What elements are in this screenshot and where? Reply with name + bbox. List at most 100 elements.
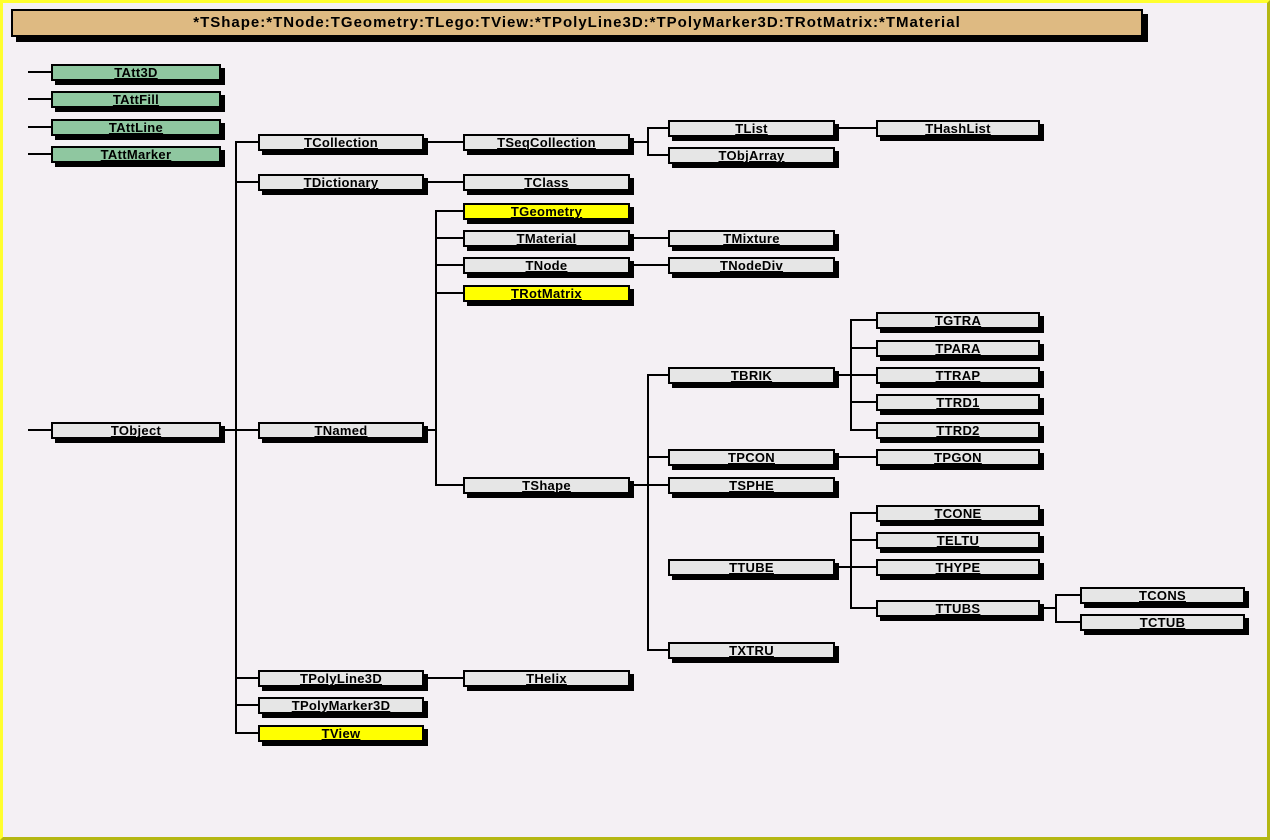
connector-line-vertical: [647, 127, 649, 156]
class-node-ttubs[interactable]: TTUBS: [876, 600, 1040, 617]
connector-line-horizontal: [851, 401, 876, 403]
class-node-tmixture[interactable]: TMixture: [668, 230, 835, 247]
connector-line-vertical: [647, 374, 649, 651]
connector-line-horizontal: [436, 237, 463, 239]
class-node-thype[interactable]: THYPE: [876, 559, 1040, 576]
class-node-label: TList: [735, 121, 768, 136]
connector-line-horizontal: [851, 347, 876, 349]
class-node-label: TObject: [110, 423, 162, 438]
class-node-tpgon[interactable]: TPGON: [876, 449, 1040, 466]
class-node-label: TView: [321, 726, 361, 741]
class-node-tshape[interactable]: TShape: [463, 477, 630, 494]
class-node-txtru[interactable]: TXTRU: [668, 642, 835, 659]
connector-line-horizontal: [851, 607, 876, 609]
class-node-label: TPolyLine3D: [299, 671, 383, 686]
class-node-tpcon[interactable]: TPCON: [668, 449, 835, 466]
class-node-thelix[interactable]: THelix: [463, 670, 630, 687]
class-node-label: TShape: [522, 478, 571, 493]
class-node-label: TCONS: [1139, 588, 1186, 603]
class-node-tgeometry[interactable]: TGeometry: [463, 203, 630, 220]
connector-line-horizontal: [1056, 594, 1080, 596]
connector-line-horizontal: [835, 374, 876, 376]
class-node-tgtra[interactable]: TGTRA: [876, 312, 1040, 329]
connector-line-horizontal: [236, 732, 258, 734]
connector-line-horizontal: [851, 539, 876, 541]
class-node-label: TAttMarker: [100, 147, 172, 162]
class-node-tnamed[interactable]: TNamed: [258, 422, 424, 439]
connector-line-horizontal: [28, 153, 51, 155]
class-node-tlist[interactable]: TList: [668, 120, 835, 137]
class-node-tpara[interactable]: TPARA: [876, 340, 1040, 357]
class-node-label: TTRAP: [935, 368, 981, 383]
class-node-label: TTRD2: [936, 423, 980, 438]
class-node-label: TSeqCollection: [497, 135, 596, 150]
diagram-title-pave: *TShape:*TNode:TGeometry:TLego:TView:*TP…: [11, 9, 1143, 37]
class-node-tnodediv[interactable]: TNodeDiv: [668, 257, 835, 274]
class-node-tmaterial[interactable]: TMaterial: [463, 230, 630, 247]
class-node-label: TTUBS: [935, 601, 981, 616]
connector-line-vertical: [235, 141, 237, 734]
class-node-tdictionary[interactable]: TDictionary: [258, 174, 424, 191]
connector-line-horizontal: [28, 126, 51, 128]
class-node-tcons[interactable]: TCONS: [1080, 587, 1245, 604]
class-node-label: TAttFill: [112, 92, 160, 107]
class-node-label: TPolyMarker3D: [291, 698, 391, 713]
class-node-tpolyline3d[interactable]: TPolyLine3D: [258, 670, 424, 687]
class-node-ttrd1[interactable]: TTRD1: [876, 394, 1040, 411]
class-node-label: TNode: [525, 258, 568, 273]
class-node-ttrd2[interactable]: TTRD2: [876, 422, 1040, 439]
connector-line-horizontal: [424, 429, 436, 431]
class-node-tattmarker[interactable]: TAttMarker: [51, 146, 221, 163]
connector-line-vertical: [1055, 594, 1057, 623]
class-node-label: TPGON: [934, 450, 982, 465]
class-node-label: TPARA: [935, 341, 981, 356]
class-node-ttube[interactable]: TTUBE: [668, 559, 835, 576]
class-node-tpolymarker3d[interactable]: TPolyMarker3D: [258, 697, 424, 714]
class-node-tsphe[interactable]: TSPHE: [668, 477, 835, 494]
class-node-tseqcollection[interactable]: TSeqCollection: [463, 134, 630, 151]
class-node-label: TAttLine: [108, 120, 164, 135]
class-node-label: TAtt3D: [114, 65, 158, 80]
connector-line-horizontal: [630, 264, 668, 266]
connector-line-horizontal: [424, 181, 463, 183]
class-node-teltu[interactable]: TELTU: [876, 532, 1040, 549]
class-node-tbrik[interactable]: TBRIK: [668, 367, 835, 384]
connector-line-horizontal: [236, 704, 258, 706]
connector-line-horizontal: [648, 649, 668, 651]
connector-line-horizontal: [28, 71, 51, 73]
class-node-tctub[interactable]: TCTUB: [1080, 614, 1245, 631]
class-node-label: TTRD1: [936, 395, 980, 410]
class-node-thashlist[interactable]: THashList: [876, 120, 1040, 137]
connector-line-horizontal: [436, 210, 463, 212]
class-node-label: TTUBE: [729, 560, 774, 575]
connector-line-horizontal: [221, 429, 258, 431]
connector-line-horizontal: [236, 181, 258, 183]
class-node-tclass[interactable]: TClass: [463, 174, 630, 191]
class-node-tview[interactable]: TView: [258, 725, 424, 742]
class-node-tcollection[interactable]: TCollection: [258, 134, 424, 151]
class-node-label: TCONE: [934, 506, 982, 521]
connector-line-vertical: [435, 210, 437, 486]
class-node-label: TRotMatrix: [511, 286, 582, 301]
class-node-tobject[interactable]: TObject: [51, 422, 221, 439]
class-node-label: TXTRU: [729, 643, 774, 658]
class-node-tcone[interactable]: TCONE: [876, 505, 1040, 522]
class-node-label: THashList: [925, 121, 991, 136]
class-node-tatt3d[interactable]: TAtt3D: [51, 64, 221, 81]
connector-line-horizontal: [851, 512, 876, 514]
connector-line-horizontal: [1056, 621, 1080, 623]
connector-line-horizontal: [648, 456, 668, 458]
connector-line-horizontal: [28, 429, 51, 431]
class-node-tobjarray[interactable]: TObjArray: [668, 147, 835, 164]
class-node-tnode[interactable]: TNode: [463, 257, 630, 274]
class-node-label: TBRIK: [730, 368, 773, 383]
class-node-tattline[interactable]: TAttLine: [51, 119, 221, 136]
class-node-label: TGTRA: [934, 313, 982, 328]
connector-line-horizontal: [630, 141, 648, 143]
class-node-tattfill[interactable]: TAttFill: [51, 91, 221, 108]
class-node-trotmatrix[interactable]: TRotMatrix: [463, 285, 630, 302]
connector-line-horizontal: [835, 566, 876, 568]
class-node-label: TCollection: [303, 135, 379, 150]
class-node-label: TNamed: [314, 423, 368, 438]
class-node-ttrap[interactable]: TTRAP: [876, 367, 1040, 384]
